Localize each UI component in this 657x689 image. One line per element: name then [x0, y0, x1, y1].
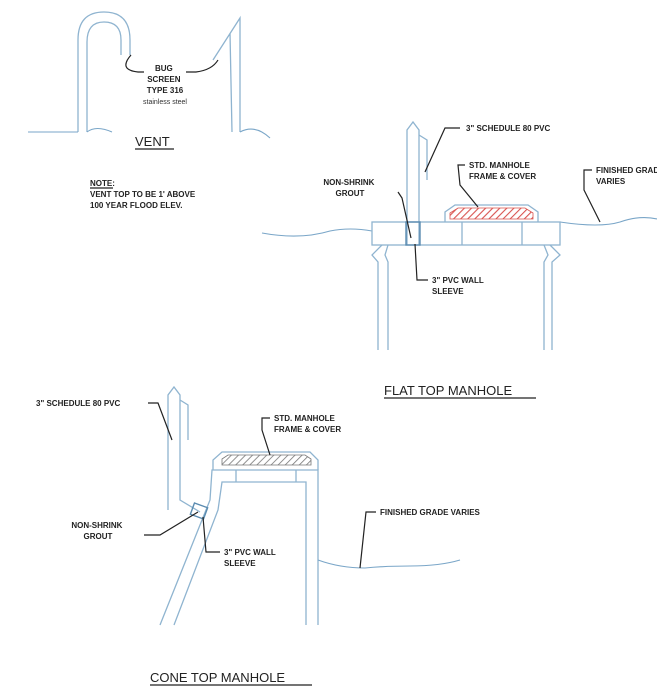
cone-grade-label: FINISHED GRADE VARIES [380, 508, 481, 517]
cone-vent-pipe [167, 385, 201, 513]
cone-grout-label: NON-SHRINK GROUT [71, 521, 124, 541]
flat-top-manhole-detail: 3" SCHEDULE 80 PVC STD. MANHOLE FRAME & … [261, 120, 657, 399]
flat-grade-label: FINISHED GRAD VARIES [596, 166, 657, 186]
flat-sleeve-leader [414, 243, 428, 281]
cone-frame-leader [261, 417, 271, 456]
note-heading: NOTE: [90, 179, 115, 188]
flat-ground-line [261, 216, 657, 237]
flat-top-title: FLAT TOP MANHOLE [384, 383, 512, 398]
cone-frame-outline [212, 451, 319, 482]
flat-manhole-walls [371, 244, 561, 350]
cone-grout-leader [144, 511, 199, 536]
flat-pvc-leader [424, 127, 460, 173]
cone-top-title: CONE TOP MANHOLE [150, 670, 285, 685]
flat-vent-pipe [406, 120, 428, 245]
flat-grout-leader [397, 191, 412, 239]
cone-top-manhole-detail: 3" SCHEDULE 80 PVC STD. MANHOLE FRAME & … [36, 385, 481, 686]
flat-pvc-sleeve [405, 221, 421, 246]
cone-frame-label: STD. MANHOLE FRAME & COVER [274, 414, 341, 434]
cone-ground-line [317, 559, 461, 569]
flat-sleeve-label: 3" PVC WALL SLEEVE [432, 276, 486, 296]
flat-frame-label: STD. MANHOLE FRAME & COVER [469, 161, 536, 181]
vent-detail: BUG SCREEN TYPE 316 stainless steel VENT… [28, 11, 271, 210]
cone-pvc-sleeve [189, 502, 209, 520]
note-text: VENT TOP TO BE 1' ABOVE 100 YEAR FLOOD E… [90, 190, 197, 210]
flat-frame-leader [457, 164, 479, 208]
cone-grade-leader [359, 511, 376, 569]
vent-title: VENT [135, 134, 170, 149]
flat-grout-label: NON-SHRINK GROUT [323, 178, 376, 198]
cone-manhole-body [159, 469, 319, 626]
cone-sleeve-leader [202, 516, 220, 553]
flat-grade-leader [583, 169, 601, 223]
flat-frame-outline [444, 204, 539, 245]
bug-screen-leader [125, 54, 219, 73]
cone-pvc-label: 3" SCHEDULE 80 PVC [36, 399, 120, 408]
vent-ground-line [28, 127, 271, 139]
cone-pvc-leader [148, 402, 173, 441]
flat-top-slab [371, 221, 561, 246]
vent-pipe-right [212, 15, 241, 133]
flat-frame-cover-hatch [449, 207, 534, 220]
vent-material-label: stainless steel [143, 99, 187, 106]
cone-sleeve-label: 3" PVC WALL SLEEVE [224, 548, 278, 568]
cone-frame-cover-hatch [221, 454, 312, 466]
flat-pvc-label: 3" SCHEDULE 80 PVC [466, 124, 550, 133]
bug-screen-label: BUG SCREEN TYPE 316 [147, 64, 184, 95]
vent-pipe-gooseneck [77, 11, 131, 132]
